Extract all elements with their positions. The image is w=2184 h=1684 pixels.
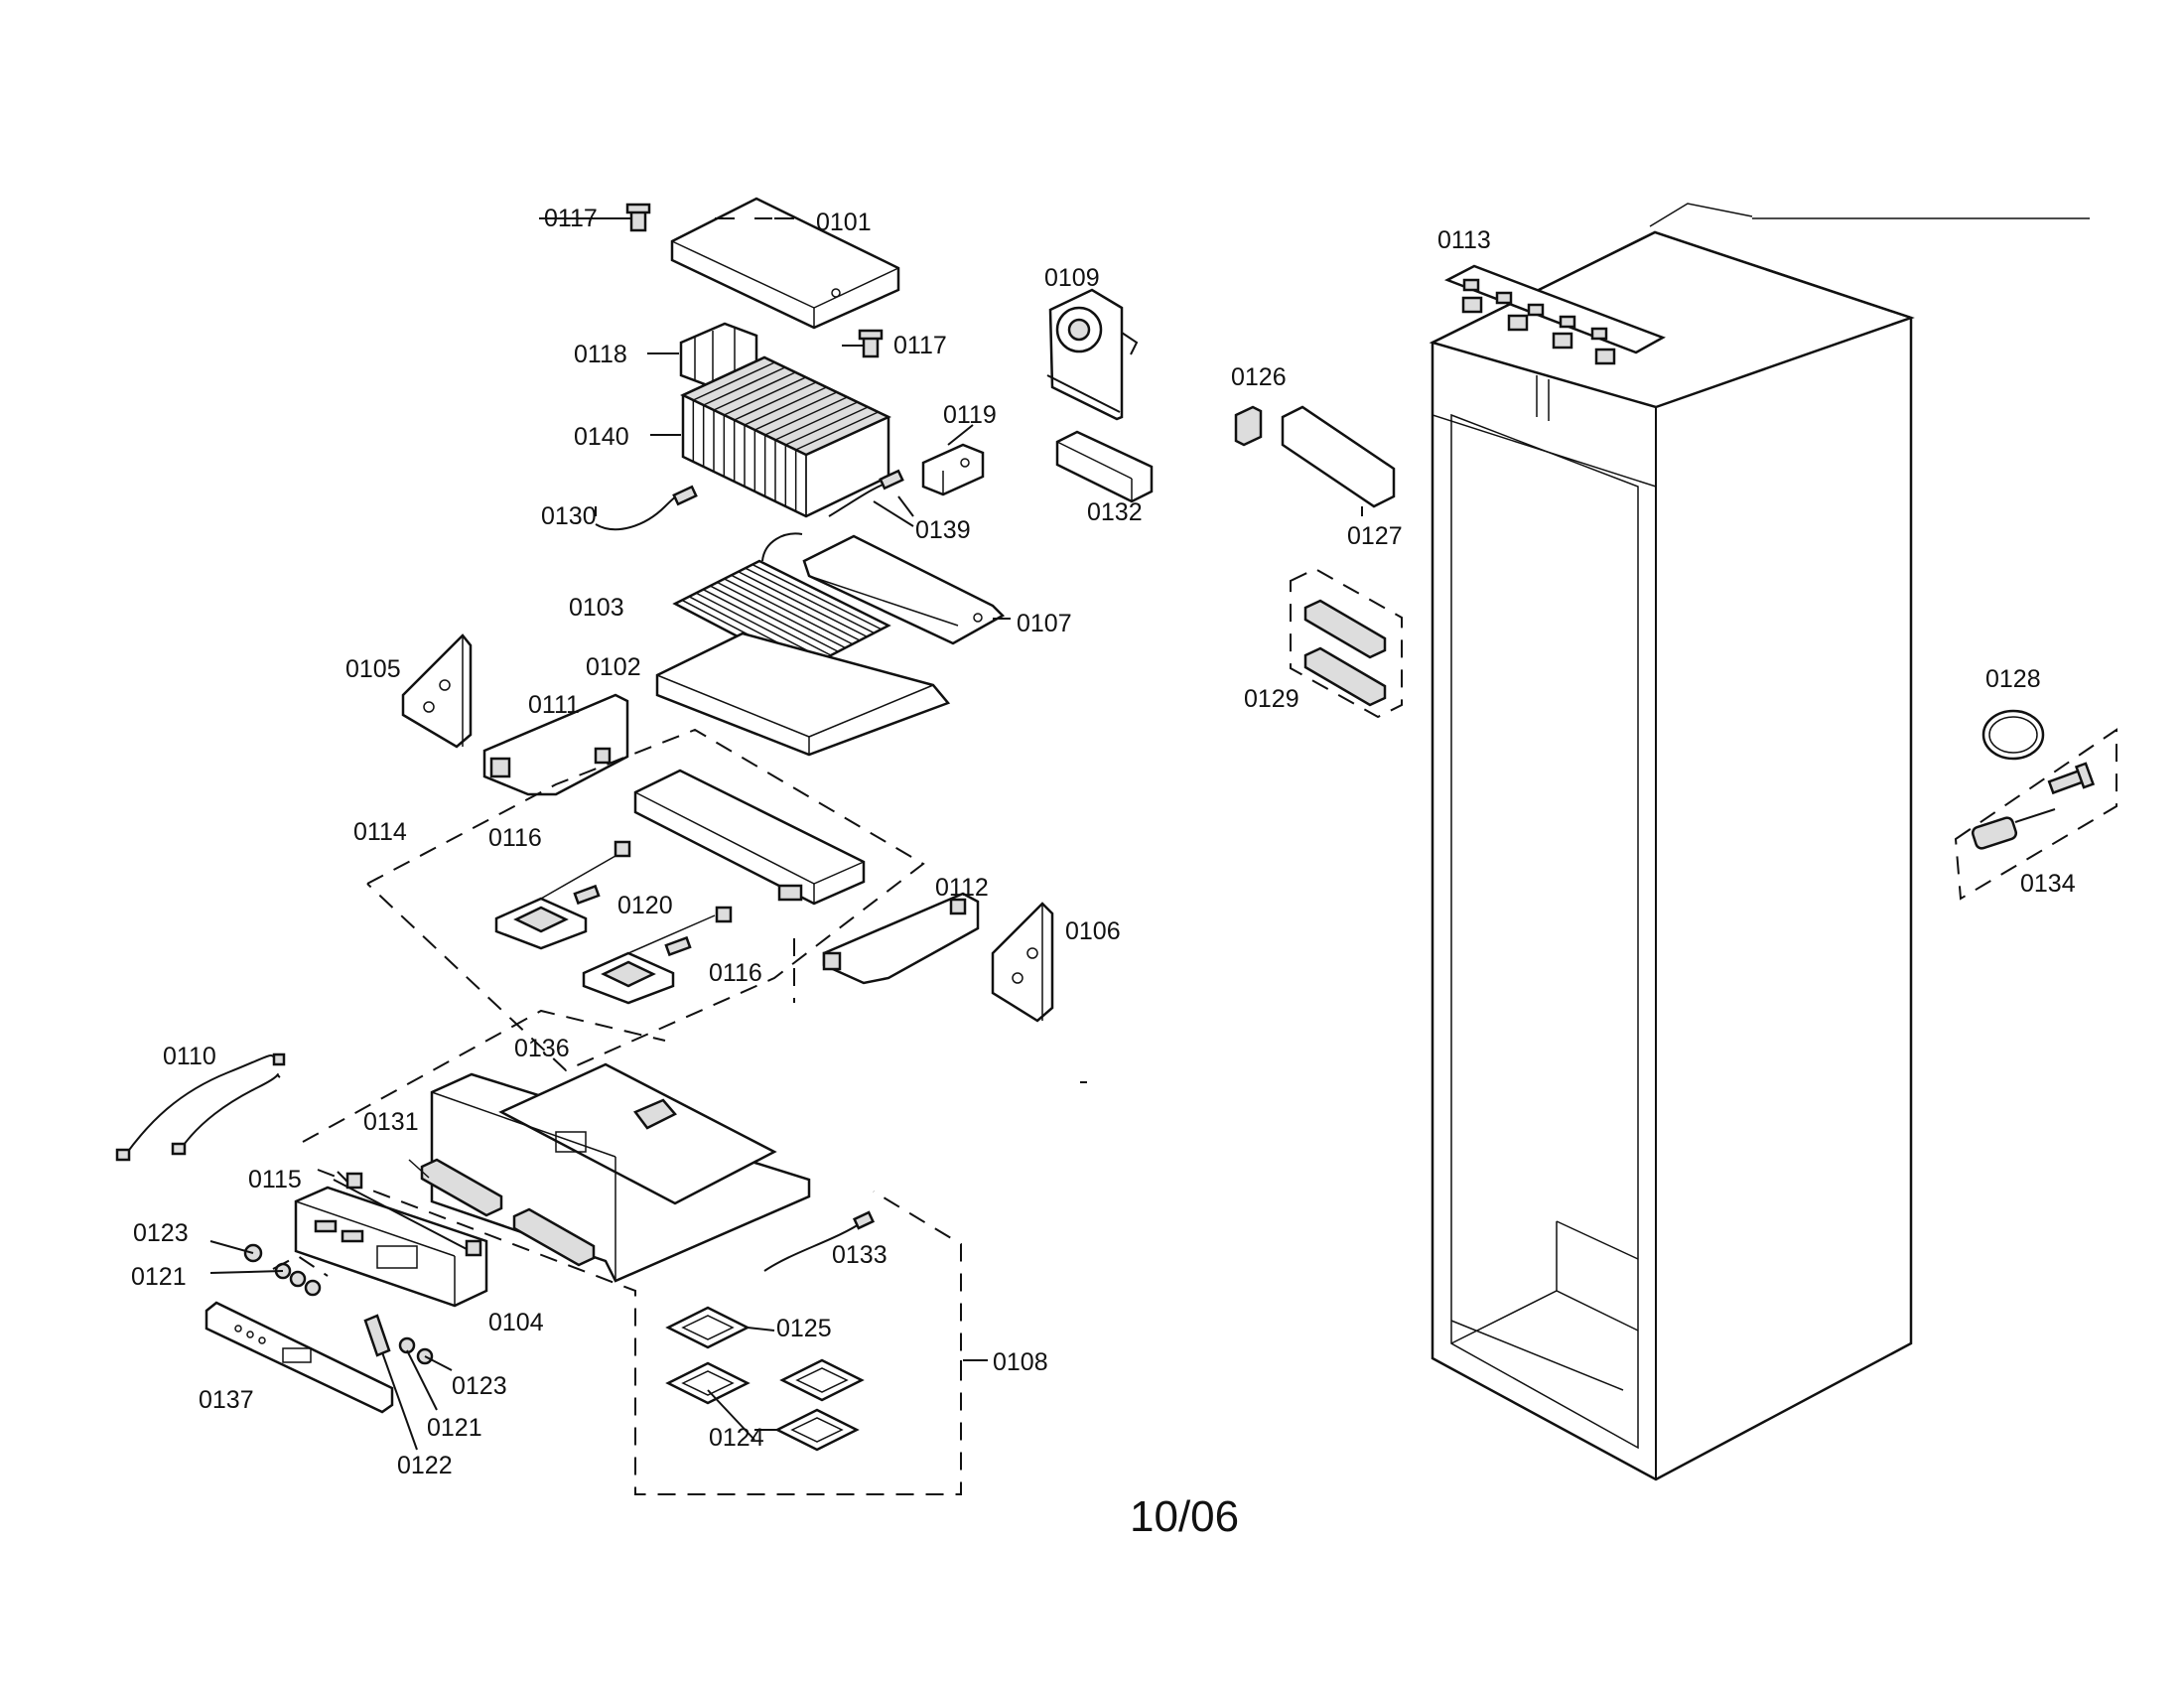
label-0121: 0121 — [131, 1263, 187, 1291]
label-0125: 0125 — [776, 1315, 832, 1342]
label-0124: 0124 — [709, 1424, 764, 1452]
part-0109-fan — [1046, 288, 1139, 421]
part-0107-duct — [802, 534, 1006, 645]
label-0121-lower: 0121 — [427, 1414, 482, 1442]
label-0117-top: 0117 — [544, 205, 598, 232]
part-0116-cap — [614, 840, 631, 858]
label-0113: 0113 — [1437, 226, 1491, 254]
part-0130-sensor-wire — [595, 485, 698, 531]
part-0128-ring — [1981, 709, 2045, 761]
part-0137-faceplate — [205, 1301, 394, 1414]
part-0121-0123-knobs — [243, 1243, 434, 1365]
part-0102-drip-tray — [655, 632, 951, 757]
label-0117: 0117 — [893, 332, 947, 359]
label-0106: 0106 — [1065, 917, 1121, 945]
label-0103: 0103 — [569, 594, 624, 622]
label-0107: 0107 — [1017, 610, 1072, 637]
label-0105: 0105 — [345, 655, 401, 683]
label-0137: 0137 — [199, 1386, 254, 1414]
part-0117-screw-top — [625, 203, 651, 232]
part-0134-light-assembly — [1954, 728, 2117, 901]
part-0113-top-bracket — [1443, 264, 1666, 365]
label-0120: 0120 — [617, 892, 673, 919]
label-0108: 0108 — [993, 1348, 1048, 1376]
part-0122-button — [363, 1314, 391, 1357]
label-0109: 0109 — [1044, 264, 1100, 292]
part-0125-0124-gaskets — [665, 1306, 865, 1452]
refrigerator-cabinet — [1429, 203, 2090, 1481]
part-labels: 0117 0101 0109 0113 0118 0117 0126 0119 … — [131, 205, 2076, 1541]
part-0132-duct — [1055, 430, 1154, 503]
part-0104-control-panel — [294, 1186, 488, 1308]
part-0117-screw — [858, 329, 884, 358]
part-0112-bracket — [822, 892, 980, 985]
part-0126-switch — [1234, 405, 1263, 447]
part-0133-sensor-wire — [763, 1210, 876, 1272]
label-0131: 0131 — [363, 1108, 419, 1136]
part-0139-sensor-wire — [828, 469, 914, 517]
part-0105-bracket — [401, 633, 473, 749]
label-0132: 0132 — [1087, 498, 1143, 526]
label-0111: 0111 — [528, 691, 580, 719]
label-0136: 0136 — [514, 1035, 570, 1062]
label-0102: 0102 — [586, 653, 641, 681]
label-0127: 0127 — [1347, 522, 1403, 550]
label-0139: 0139 — [915, 516, 971, 544]
label-0123: 0123 — [133, 1219, 189, 1247]
label-0112: 0112 — [935, 874, 989, 902]
label-0101: 0101 — [816, 209, 872, 236]
part-0101-evaporator-cover — [670, 197, 900, 330]
part-lamp-cover — [494, 855, 716, 1005]
label-0119: 0119 — [943, 401, 997, 429]
label-0104: 0104 — [488, 1309, 544, 1336]
part-0127-panel — [1281, 405, 1396, 508]
part-0116-cap-lower — [715, 906, 733, 923]
label-0116-lower: 0116 — [709, 959, 762, 987]
part-0120-bulb — [573, 884, 692, 957]
label-0115: 0115 — [248, 1166, 302, 1193]
group-0108-frame — [302, 1009, 962, 1495]
label-0110: 0110 — [163, 1043, 216, 1070]
label-0122: 0122 — [397, 1452, 453, 1479]
group-0114-frame — [366, 728, 925, 1072]
label-0123-lower: 0123 — [452, 1372, 507, 1400]
label-0130: 0130 — [541, 502, 597, 530]
label-0133: 0133 — [832, 1241, 887, 1269]
leader-lines — [209, 345, 1363, 1451]
label-0126: 0126 — [1231, 363, 1287, 391]
part-0129-strips — [1290, 567, 1403, 719]
part-0140-evaporator-coil — [680, 355, 891, 518]
part-0131-strips — [408, 1158, 596, 1267]
part-0136-control-housing — [430, 1062, 811, 1283]
part-0119-bracket — [921, 443, 985, 496]
label-0128: 0128 — [1985, 665, 2041, 693]
label-0140: 0140 — [574, 423, 629, 451]
label-0114: 0114 — [353, 818, 407, 846]
label-0134: 0134 — [2020, 870, 2076, 898]
label-0129: 0129 — [1244, 685, 1299, 713]
part-0106-bracket — [991, 902, 1054, 1023]
label-0116: 0116 — [488, 824, 542, 852]
label-0118: 0118 — [574, 341, 627, 368]
part-0110-wire-harness — [115, 1052, 286, 1162]
date-code: 10/06 — [1130, 1492, 1239, 1541]
